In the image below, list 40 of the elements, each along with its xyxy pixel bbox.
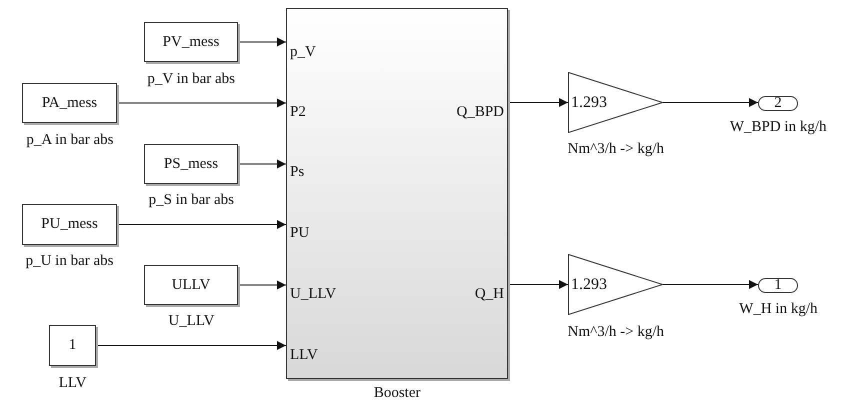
signal-arrow — [116, 220, 286, 229]
port-label: p_V — [290, 44, 316, 60]
block-caption: p_A in bar abs — [26, 132, 114, 148]
gain-value: 1.293 — [571, 276, 607, 294]
constant-block: PU_mess — [22, 204, 117, 245]
port-label: Q_H — [474, 286, 504, 302]
block-caption: U_LLV — [168, 313, 215, 329]
block-caption: W_H in kg/h — [738, 301, 818, 317]
block-caption: W_BPD in kg/h — [730, 119, 827, 135]
port-label: P2 — [290, 104, 306, 120]
constant-block: PS_mess — [144, 144, 238, 184]
block-caption: p_V in bar abs — [147, 71, 236, 87]
constant-block: PV_mess — [144, 22, 238, 62]
port-label: PU — [290, 225, 310, 241]
block-caption: Nm^3/h -> kg/h — [567, 324, 664, 340]
signal-arrow — [238, 280, 286, 290]
block-caption: Nm^3/h -> kg/h — [567, 141, 664, 157]
block-caption: LLV — [58, 375, 87, 391]
port-label: LLV — [290, 347, 318, 363]
signal-arrow — [116, 98, 286, 108]
subsystem-block — [286, 8, 508, 379]
constant-block: 1 — [49, 325, 96, 366]
signal-arrow — [508, 280, 568, 289]
gain-value: 1.293 — [571, 94, 607, 112]
constant-block: PA_mess — [22, 83, 117, 123]
signal-arrow — [662, 98, 758, 107]
block-caption: p_S in bar abs — [148, 192, 234, 208]
outport-block: 2 — [758, 96, 798, 111]
constant-block: ULLV — [144, 265, 238, 305]
block-caption: p_U in bar abs — [26, 253, 114, 269]
outport-block: 1 — [758, 278, 798, 293]
signal-arrow — [238, 38, 286, 46]
port-label: U_LLV — [290, 286, 336, 302]
signal-arrow — [662, 280, 758, 289]
port-label: Q_BPD — [456, 104, 504, 120]
signal-arrow — [96, 341, 286, 350]
signal-arrow — [508, 98, 568, 107]
signal-arrow — [238, 160, 286, 168]
port-label: Ps — [290, 164, 304, 180]
block-caption: Booster — [374, 385, 421, 401]
